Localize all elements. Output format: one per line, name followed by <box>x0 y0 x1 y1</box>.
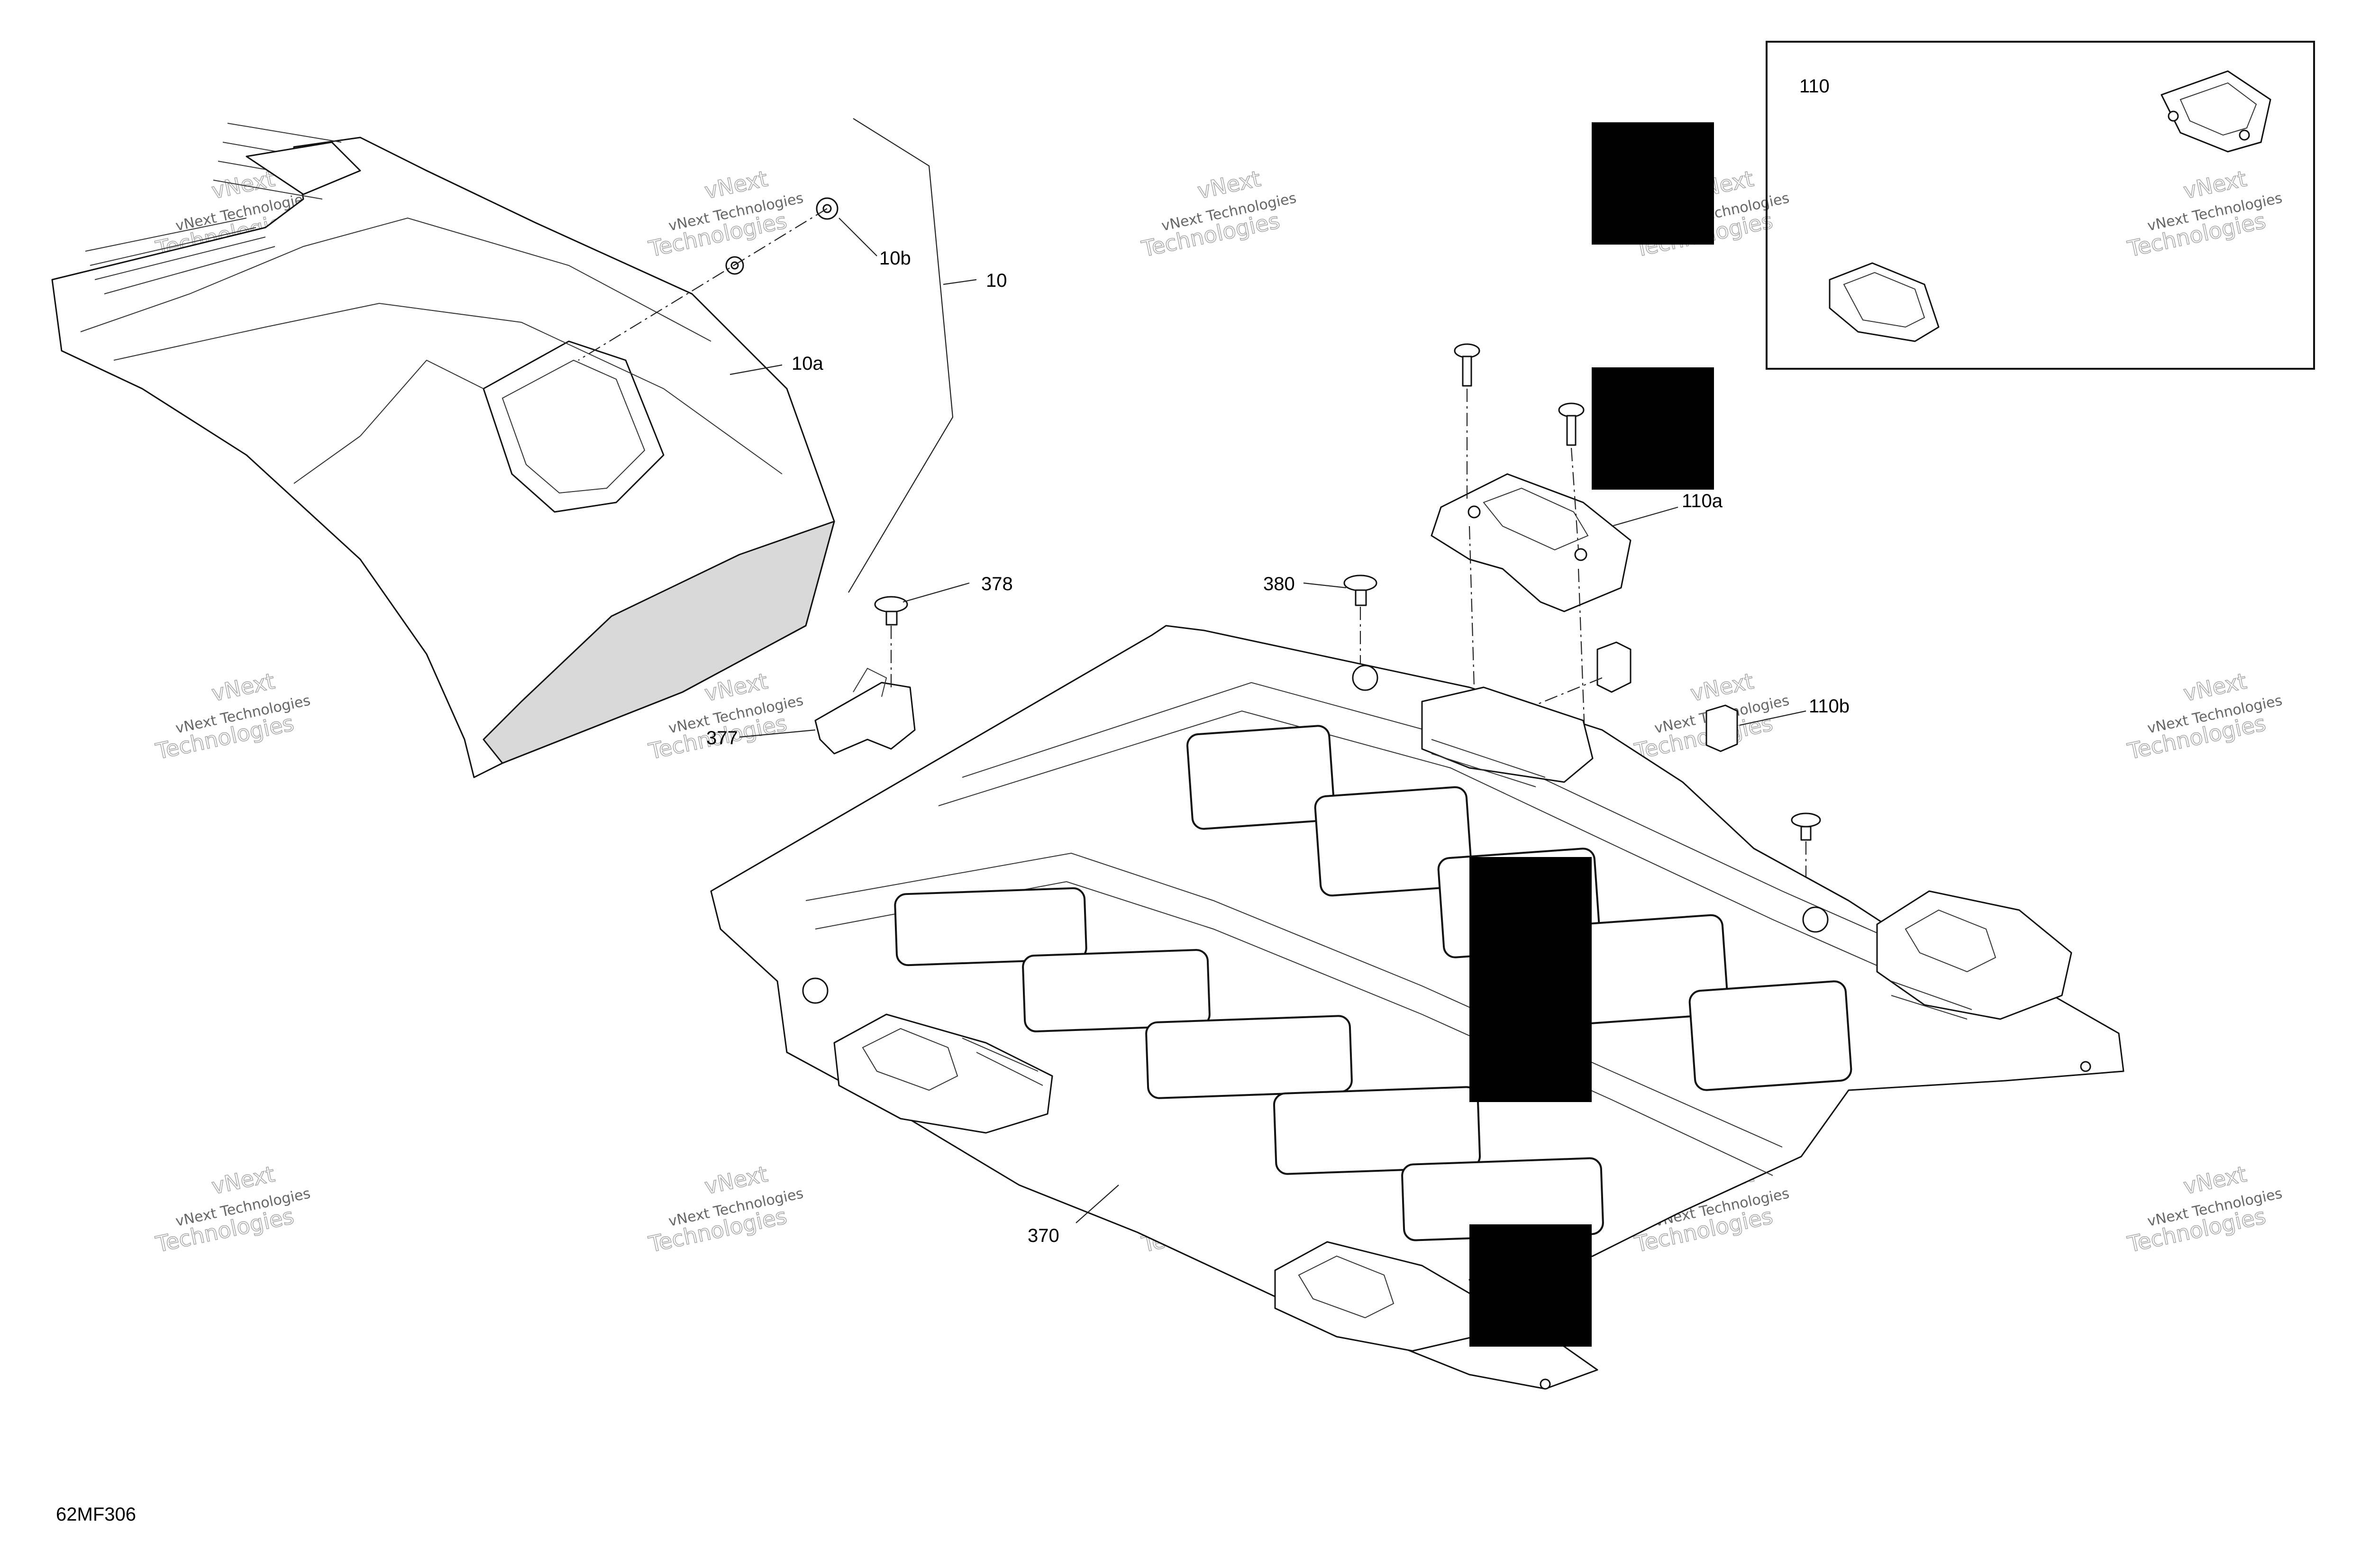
leader-10a <box>729 364 783 375</box>
redaction-block-3 <box>1469 857 1592 1102</box>
floor-handle-right <box>1876 890 2072 1020</box>
callout-110: 110 <box>1799 76 1830 97</box>
redaction-block-4 <box>1469 1224 1592 1347</box>
diagram-code: 62MF306 <box>56 1504 136 1525</box>
callout-370: 370 <box>1028 1225 1059 1246</box>
leader-110a <box>1611 506 1678 527</box>
rivet-part-378 <box>874 596 908 626</box>
assembly-line-110a-left <box>1466 389 1475 688</box>
stud-part-110b <box>1596 641 1738 752</box>
redaction-block-1 <box>1592 122 1714 245</box>
callout-380: 380 <box>1263 574 1295 594</box>
callout-10: 10 <box>986 270 1007 291</box>
handle-assembly-110-bottom <box>1829 262 1940 342</box>
callout-377: 377 <box>706 728 738 748</box>
floor-handle-rear <box>1421 686 1594 787</box>
handle-part-110a <box>1431 473 1632 612</box>
seat-cover-part-10a <box>51 123 835 778</box>
leader-110b <box>1739 710 1806 726</box>
redaction-blocks <box>1469 122 1714 1347</box>
callout-378: 378 <box>981 574 1013 594</box>
redaction-block-2 <box>1592 367 1714 490</box>
floor-handle-left <box>833 1013 1053 1134</box>
leader-380 <box>1303 582 1347 589</box>
rivet-part-380 <box>1343 574 1821 841</box>
leader-10b <box>839 218 877 256</box>
bracket-10 <box>848 118 954 593</box>
leader-370 <box>1076 1185 1119 1223</box>
callout-10b: 10b <box>879 248 911 269</box>
callout-110a: 110a <box>1682 491 1723 511</box>
callout-labels: 10 10a 10b 110 110a 110b 370 377 378 380… <box>56 76 1850 1525</box>
callout-10a: 10a <box>792 353 823 374</box>
leader-378 <box>902 582 970 603</box>
leader-377 <box>739 729 816 738</box>
handle-assembly-110-top <box>2160 70 2271 153</box>
assembly-line-10b <box>578 208 828 361</box>
callout-110b: 110b <box>1809 696 1850 717</box>
inset-frame-110 <box>1766 41 2315 370</box>
clip-part-377 <box>814 667 916 755</box>
screw-part-110a <box>1454 343 1585 446</box>
leader-10 <box>943 279 977 285</box>
